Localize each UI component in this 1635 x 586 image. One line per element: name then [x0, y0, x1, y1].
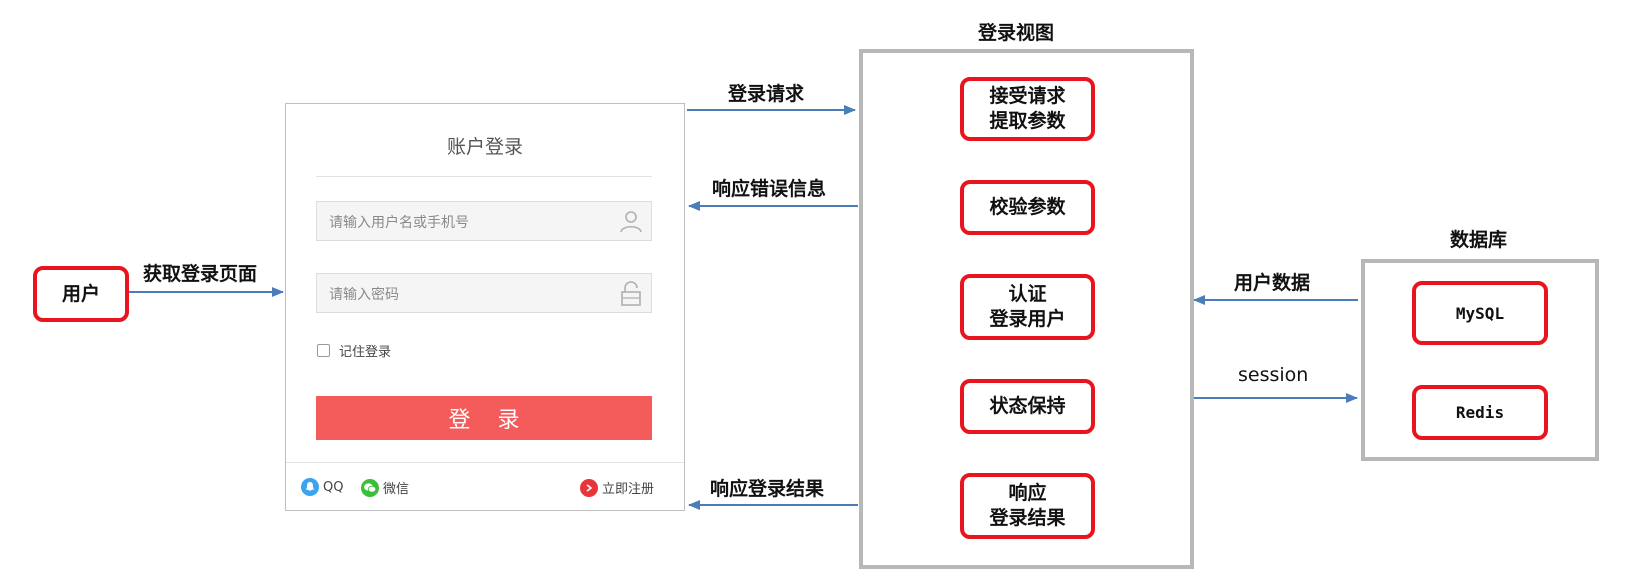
qq-icon: [301, 478, 319, 496]
login-submit-label: 登 录: [448, 408, 530, 433]
step-5-line-1: 响应: [1008, 482, 1047, 504]
step-4-line-1: 状态保持: [989, 395, 1066, 417]
user-node-label: 用户: [61, 282, 100, 305]
wechat-login-link[interactable]: 微信: [361, 478, 409, 497]
remember-checkbox[interactable]: [317, 344, 330, 357]
edge-label-user-data: 用户数据: [1234, 272, 1311, 294]
mysql-node: MySQL: [1412, 281, 1548, 345]
step-keep-session: 状态保持: [960, 379, 1095, 434]
mysql-label: MySQL: [1455, 303, 1505, 323]
login-view-title: 登录视图: [978, 22, 1055, 44]
step-authenticate: 认证 登录用户: [960, 274, 1095, 340]
step-1-line-1: 接受请求: [989, 85, 1066, 107]
password-input[interactable]: 请输入密码: [316, 273, 652, 313]
user-icon: [620, 211, 642, 233]
edge-label-login-result: 响应登录结果: [710, 478, 825, 500]
wechat-label: 微信: [383, 482, 410, 497]
title-divider: [316, 176, 652, 177]
step-3-line-1: 认证: [1008, 283, 1047, 305]
qq-label: QQ: [323, 479, 344, 495]
step-3-line-2: 登录用户: [989, 308, 1066, 330]
edge-label-error-response: 响应错误信息: [712, 178, 827, 200]
step-validate-params: 校验参数: [960, 180, 1095, 235]
step-2-line-1: 校验参数: [989, 196, 1066, 218]
footer-divider: [286, 462, 684, 463]
login-page-panel: 账户登录 请输入用户名或手机号 请输入密码 记住登录 登 录 QQ 微信: [285, 103, 685, 511]
register-label: 立即注册: [602, 482, 655, 497]
qq-login-link[interactable]: QQ: [301, 478, 343, 496]
wechat-icon: [361, 478, 379, 497]
edge-label-login-request: 登录请求: [728, 83, 805, 105]
redis-node: Redis: [1412, 385, 1548, 440]
database-title: 数据库: [1450, 229, 1508, 251]
username-placeholder: 请输入用户名或手机号: [329, 215, 469, 231]
edge-label-get-login-page: 获取登录页面: [143, 263, 258, 285]
register-link[interactable]: 立即注册: [580, 478, 654, 497]
username-input[interactable]: 请输入用户名或手机号: [316, 201, 652, 241]
remember-label: 记住登录: [339, 345, 392, 360]
login-submit-button[interactable]: 登 录: [316, 396, 652, 440]
login-form-title: 账户登录: [446, 136, 523, 158]
redis-label: Redis: [1455, 403, 1505, 422]
step-1-line-2: 提取参数: [989, 110, 1066, 132]
password-placeholder: 请输入密码: [329, 287, 399, 303]
arrow-right-circle-icon: [580, 478, 598, 497]
step-receive-request: 接受请求 提取参数: [960, 77, 1095, 141]
step-5-line-2: 登录结果: [989, 507, 1066, 529]
user-node: 用户: [33, 266, 129, 322]
unlock-icon: [621, 281, 641, 306]
step-respond-result: 响应 登录结果: [960, 473, 1095, 539]
edge-label-session: session: [1238, 364, 1309, 386]
